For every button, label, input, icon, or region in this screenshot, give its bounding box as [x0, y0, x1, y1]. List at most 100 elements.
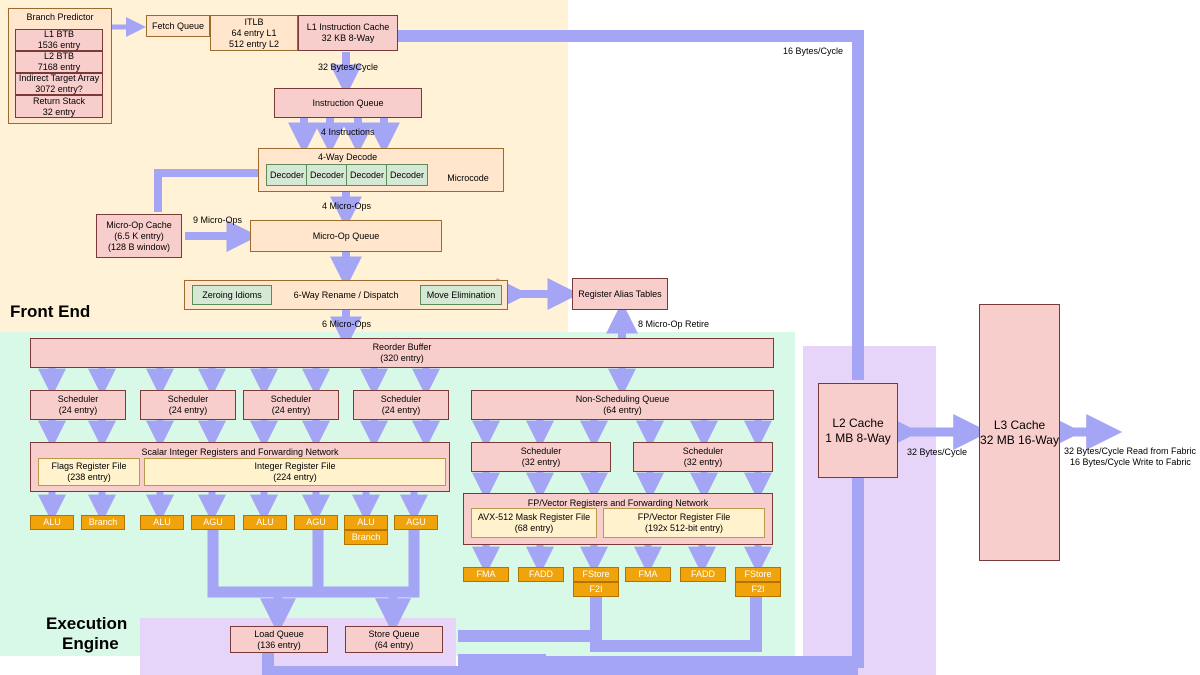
uop-cache-size: (6.5 K entry)	[114, 230, 164, 241]
fp-unit-3-label: FStore	[582, 569, 610, 579]
decoder-3-label: Decoder	[349, 169, 385, 180]
int-scheduler-4: Scheduler (24 entry)	[353, 390, 449, 420]
branch-predictor-title: Branch Predictor	[26, 12, 94, 22]
ita-size: 3072 entry?	[35, 84, 83, 94]
fp-registers-title: FP/Vector Registers and Forwarding Netwo…	[527, 498, 709, 508]
itlb-name: ITLB	[244, 16, 264, 27]
uop-queue-label: Micro-Op Queue	[312, 230, 380, 241]
label-four-micro-ops: 4 Micro-Ops	[322, 201, 372, 211]
return-stack-name: Return Stack	[32, 95, 86, 106]
fp-unit-6-label: FStore	[744, 569, 772, 579]
itlb-l2: 512 entry L2	[228, 38, 280, 49]
indirect-target-array: Indirect Target Array 3072 entry?	[15, 73, 103, 95]
int-unit-alu-1: ALU	[30, 515, 74, 530]
int-scheduler-2-size: (24 entry)	[168, 405, 208, 415]
int-unit-3-label: ALU	[153, 517, 171, 527]
fp-scheduler-1-name: Scheduler	[520, 446, 562, 456]
instruction-queue: Instruction Queue	[274, 88, 422, 118]
int-scheduler-4-name: Scheduler	[380, 394, 422, 404]
int-unit-8-label: AGU	[406, 517, 426, 527]
int-registers-title: Scalar Integer Registers and Forwarding …	[141, 447, 339, 457]
uop-cache-name: Micro-Op Cache	[106, 219, 172, 230]
move-elimination: Move Elimination	[420, 285, 502, 305]
mask-register-file: AVX-512 Mask Register File (68 entry)	[471, 508, 597, 538]
decoder-2: Decoder	[306, 164, 348, 186]
int-rf-size: (224 entry)	[273, 472, 317, 482]
label-six-micro-ops: 6 Micro-Ops	[322, 319, 372, 329]
fp-unit-fma-1: FMA	[463, 567, 509, 582]
fp-unit-fadd-2: FADD	[680, 567, 726, 582]
fp-unit-f2i-1: F2I	[573, 582, 619, 597]
int-unit-agu-3: AGU	[394, 515, 438, 530]
micro-op-cache: Micro-Op Cache (6.5 K entry) (128 B wind…	[96, 214, 182, 258]
fp-unit-fadd-1: FADD	[518, 567, 564, 582]
label-four-instructions: 4 Instructions	[321, 127, 375, 137]
int-unit-agu-2: AGU	[294, 515, 338, 530]
int-unit-4-label: AGU	[203, 517, 223, 527]
fp-unit-1-label: FMA	[476, 569, 496, 579]
label-l2-l3-bandwidth: 32 Bytes/Cycle	[907, 447, 968, 457]
integer-register-file: Integer Register File (224 entry)	[144, 458, 446, 486]
int-unit-alu-4-branch: Branch	[344, 530, 388, 545]
l2-size: 1 MB 8-Way	[825, 430, 891, 445]
decoder-2-label: Decoder	[309, 169, 345, 180]
rat-label: Register Alias Tables	[578, 288, 662, 299]
int-scheduler-1-name: Scheduler	[57, 394, 99, 404]
itlb: ITLB 64 entry L1 512 entry L2	[210, 15, 298, 51]
flags-rf-size: (238 entry)	[67, 472, 111, 482]
l3-cache: L3 Cache 32 MB 16-Way	[979, 304, 1060, 561]
return-stack-size: 32 entry	[42, 106, 76, 117]
microcode-label: Microcode	[447, 172, 489, 183]
l1-btb: L1 BTB 1536 entry	[15, 29, 103, 51]
zeroing-idioms-label: Zeroing Idioms	[202, 289, 262, 300]
int-scheduler-3-name: Scheduler	[270, 394, 312, 404]
fetch-queue: Fetch Queue	[146, 15, 210, 37]
fp-unit-2-label: FADD	[528, 569, 553, 579]
reorder-buffer: Reorder Buffer (320 entry)	[30, 338, 774, 368]
l3-name: L3 Cache	[993, 417, 1046, 432]
int-unit-alu-3: ALU	[243, 515, 287, 530]
fp-unit-6-sub-label: F2I	[751, 584, 765, 594]
label-fabric-write: 16 Bytes/Cycle Write to Fabric	[1070, 457, 1191, 467]
decoder-1-label: Decoder	[269, 169, 305, 180]
l2-btb: L2 BTB 7168 entry	[15, 51, 103, 73]
l2-btb-name: L2 BTB	[43, 51, 74, 61]
int-scheduler-2-name: Scheduler	[167, 394, 209, 404]
execution-engine-title-1: Execution	[46, 614, 128, 633]
fp-unit-fma-2: FMA	[625, 567, 671, 582]
front-end-title: Front End	[10, 302, 91, 321]
mask-rf-size: (68 entry)	[514, 523, 554, 533]
flags-register-file: Flags Register File (238 entry)	[38, 458, 140, 486]
rename-title: 6-Way Rename / Dispatch	[293, 289, 399, 300]
int-scheduler-3: Scheduler (24 entry)	[243, 390, 339, 420]
int-unit-alu-4: ALU	[344, 515, 388, 530]
int-unit-alu-2: ALU	[140, 515, 184, 530]
int-unit-1-label: ALU	[43, 517, 61, 527]
nsq-name: Non-Scheduling Queue	[575, 394, 670, 404]
int-unit-7-label: ALU	[357, 517, 375, 527]
zeroing-idioms: Zeroing Idioms	[192, 285, 272, 305]
load-queue-size: (136 entry)	[257, 639, 301, 650]
decoder-4: Decoder	[386, 164, 428, 186]
fp-unit-3-sub-label: F2I	[589, 584, 603, 594]
label-fetch-bandwidth: 32 Bytes/Cycle	[318, 62, 379, 72]
load-queue: Load Queue (136 entry)	[230, 626, 328, 653]
l1i-name: L1 Instruction Cache	[306, 22, 390, 32]
fp-scheduler-2-size: (32 entry)	[683, 457, 723, 467]
int-scheduler-3-size: (24 entry)	[271, 405, 311, 415]
label-nine-micro-ops: 9 Micro-Ops	[193, 215, 243, 225]
fp-unit-fstore-2: FStore	[735, 567, 781, 582]
int-scheduler-1-size: (24 entry)	[58, 405, 98, 415]
int-scheduler-4-size: (24 entry)	[381, 405, 421, 415]
nsq-size: (64 entry)	[603, 405, 642, 415]
label-l1i-to-l2: 16 Bytes/Cycle	[783, 46, 844, 56]
mask-rf-name: AVX-512 Mask Register File	[477, 512, 591, 522]
l1-instruction-cache: L1 Instruction Cache 32 KB 8-Way	[298, 15, 398, 51]
l2-name: L2 Cache	[832, 415, 884, 430]
load-queue-name: Load Queue	[254, 628, 304, 639]
fp-unit-4-label: FMA	[638, 569, 658, 579]
move-elimination-label: Move Elimination	[426, 289, 496, 300]
store-queue-name: Store Queue	[368, 628, 420, 639]
return-stack: Return Stack 32 entry	[15, 95, 103, 118]
int-unit-branch: Branch	[81, 515, 125, 530]
